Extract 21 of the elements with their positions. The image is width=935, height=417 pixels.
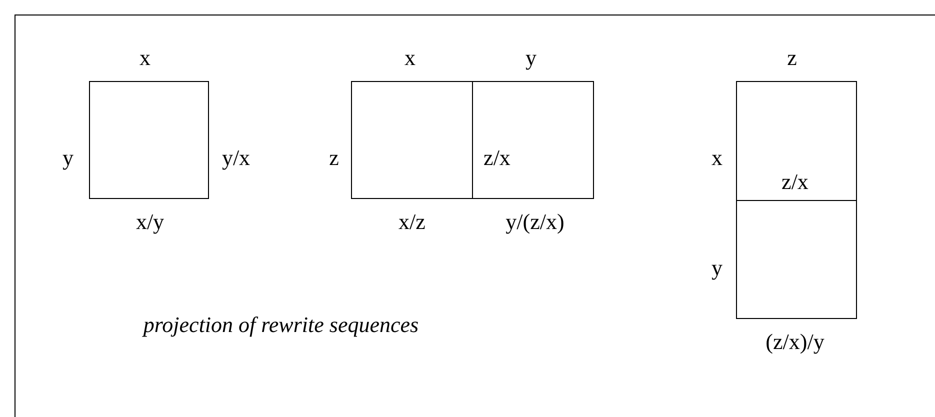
side-label: y [62,146,74,170]
side-label: y/x [222,146,250,170]
side-label: x [404,46,416,70]
square-box [351,81,473,199]
side-label: y [712,256,722,280]
side-label: x [712,146,722,170]
square-box [472,81,594,199]
square-box [89,81,209,199]
side-label: z/x [484,146,510,170]
side-label: (z/x)/y [766,330,824,354]
side-label: z [329,146,339,170]
side-label: z/x [782,170,808,194]
side-label: x/y [136,210,164,234]
square-box [736,81,857,201]
side-label: x/z [398,210,426,234]
side-label: y/(z/x) [506,210,564,234]
side-label: x [140,46,150,70]
side-label: y [526,46,536,70]
side-label: z [787,46,797,70]
square-box [736,200,857,319]
caption: projection of rewrite sequences [143,312,419,338]
